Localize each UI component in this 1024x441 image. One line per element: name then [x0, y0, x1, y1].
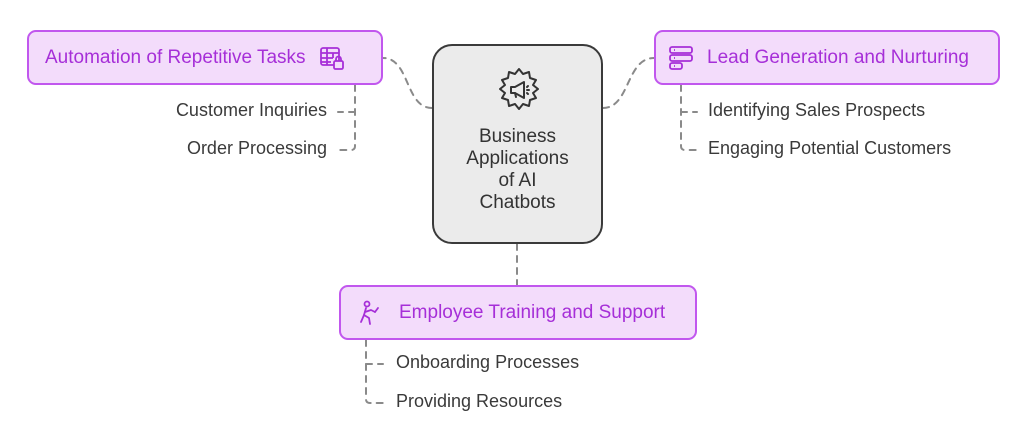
sub-item-customer-inquiries: Customer Inquiries: [175, 100, 327, 120]
connector-automation-items: [337, 84, 356, 151]
topic-employee-label: Employee Training and Support: [399, 301, 666, 323]
topic-employee: Employee Training and Support: [339, 285, 697, 340]
topic-automation-label: Automation of Repetitive Tasks: [45, 46, 306, 68]
topic-automation: Automation of Repetitive Tasks: [27, 30, 383, 85]
center-title-line: Applications: [466, 148, 569, 169]
center-title-line: Chatbots: [479, 192, 556, 213]
connector-employee-items: [365, 339, 384, 404]
sub-item-engaging-potential-customers: Engaging Potential Customers: [708, 138, 952, 158]
stacked-list-icon: [668, 45, 694, 71]
connector-center-lead: [602, 57, 655, 109]
center-title-line: of AI: [498, 170, 537, 191]
sub-item-onboarding-processes: Onboarding Processes: [396, 352, 580, 372]
connector-center-automation: [382, 57, 433, 109]
gear-megaphone-icon: [496, 66, 542, 112]
sub-item-providing-resources: Providing Resources: [396, 391, 563, 411]
table-lock-icon: [319, 45, 345, 71]
person-climbing-icon: [356, 300, 382, 326]
connector-lead-items: [680, 84, 698, 151]
center-title: Business Applications of AI Chatbots: [434, 126, 601, 214]
center-node: Business Applications of AI Chatbots: [432, 44, 603, 244]
topic-lead-label: Lead Generation and Nurturing: [707, 46, 969, 68]
topic-lead: Lead Generation and Nurturing: [654, 30, 1000, 85]
sub-item-identifying-sales-prospects: Identifying Sales Prospects: [708, 100, 926, 120]
sub-item-order-processing: Order Processing: [186, 138, 327, 158]
center-title-line: Business: [478, 126, 557, 147]
